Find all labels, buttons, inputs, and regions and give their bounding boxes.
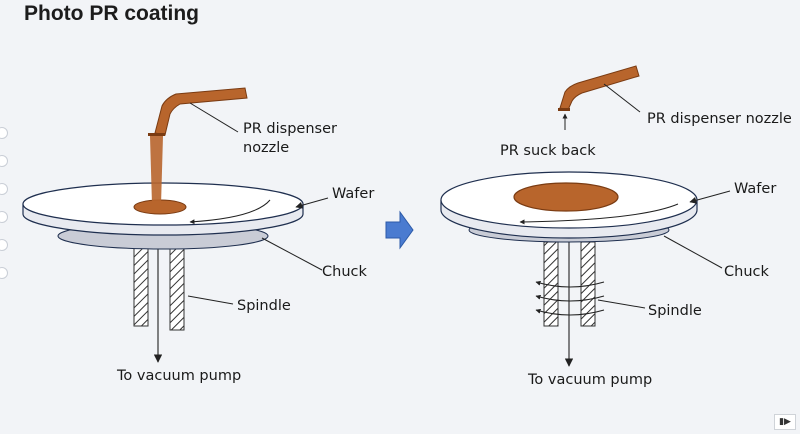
right-panel: PR dispenser nozzle PR suck back Wafer C… [440, 65, 792, 388]
left-wafer-leader [295, 197, 329, 209]
left-wafer-label: Wafer [332, 186, 374, 202]
right-nozzle-label: PR dispenser nozzle [647, 111, 792, 127]
left-dispenser-nozzle [148, 87, 248, 205]
left-spindle-leader [187, 295, 234, 305]
left-chuck-leader [261, 237, 323, 271]
left-spindle-label: Spindle [237, 298, 291, 314]
nav-dot[interactable] [0, 127, 8, 139]
left-panel: PR dispenser nozzle Wafer Chuck Spindle … [22, 87, 374, 384]
page-title: Photo PR coating [24, 2, 199, 25]
right-wafer-leader [689, 190, 731, 204]
right-resist-film [513, 182, 619, 212]
right-nozzle-leader [603, 83, 641, 113]
nav-dot[interactable] [0, 239, 8, 251]
right-spindle-leader [597, 299, 646, 309]
right-chuck-leader [663, 235, 723, 269]
left-nozzle-label-2: nozzle [243, 140, 289, 156]
right-arrow-icon [385, 210, 414, 250]
right-chuck-label: Chuck [724, 264, 769, 280]
nav-dot[interactable] [0, 211, 8, 223]
right-wafer-label: Wafer [734, 181, 776, 197]
right-vacuum-label: To vacuum pump [527, 372, 652, 388]
nav-dot[interactable] [0, 267, 8, 279]
left-spindle [133, 245, 185, 363]
right-spindle-label: Spindle [648, 303, 702, 319]
right-spindle [535, 241, 605, 367]
left-nozzle-leader [189, 102, 239, 133]
video-camera-icon[interactable]: ▮▶ [774, 414, 796, 430]
right-suck-back-label: PR suck back [500, 143, 596, 159]
left-nozzle-label-1: PR dispenser [243, 121, 337, 137]
left-chuck-label: Chuck [322, 264, 367, 280]
nav-dot[interactable] [0, 183, 8, 195]
right-dispenser-nozzle [558, 65, 640, 130]
left-vacuum-label: To vacuum pump [116, 368, 241, 384]
nav-dot[interactable] [0, 155, 8, 167]
